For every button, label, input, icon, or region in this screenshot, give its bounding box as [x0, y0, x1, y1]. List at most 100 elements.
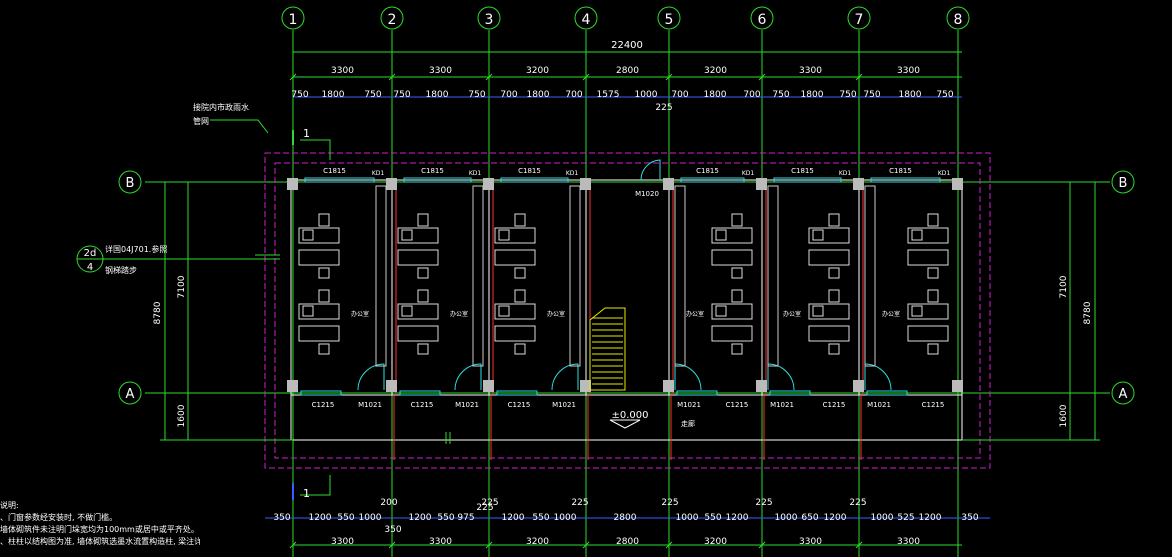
entry-door-swing — [640, 159, 661, 181]
door-label: M1021 — [358, 401, 382, 409]
axis-bubble-label: 3 — [485, 12, 494, 28]
column-top — [386, 178, 397, 190]
column-bottom — [853, 380, 864, 392]
bay-dim-top: 3300 — [331, 66, 354, 76]
column-bottom — [756, 380, 767, 392]
desk — [808, 227, 850, 244]
column-top — [663, 178, 674, 190]
chair — [417, 289, 429, 303]
monitor — [302, 229, 314, 241]
dim-tick — [582, 73, 590, 81]
desk — [494, 325, 536, 342]
bay-dim-top: 3200 — [526, 66, 549, 76]
bay-dim-bottom: 3300 — [429, 537, 452, 547]
axis-bubble-label: 7 — [855, 12, 864, 28]
monitor — [715, 305, 727, 317]
top-dimension-lines — [293, 51, 962, 98]
desk — [298, 227, 340, 244]
door-label: M1021 — [677, 401, 701, 409]
detail-reference-bottom: 4 — [87, 262, 93, 273]
detail-reference-top: 2d — [84, 248, 97, 259]
dim-tick — [758, 73, 766, 81]
callout-drainage: 接院内市政雨水 管网 — [193, 102, 269, 134]
dim-tick — [289, 541, 297, 549]
window-top-label: C1815 — [518, 167, 541, 175]
room-label: 办公室 — [686, 310, 704, 318]
desk — [907, 325, 949, 342]
left-depth-dims — [160, 182, 293, 441]
opening-dim-bottom: 550 — [532, 513, 549, 523]
axis-bubble-5 — [657, 6, 681, 30]
axis-bubble-b-right: B — [1111, 170, 1135, 194]
axis-bubble-a-right-label: A — [1119, 387, 1128, 402]
bay-dim-bottom: 3300 — [799, 537, 822, 547]
chair — [731, 289, 743, 303]
column-bottom — [580, 380, 591, 392]
window-bottom — [769, 390, 811, 396]
opening-dim-top: 750 — [468, 90, 485, 100]
opening-dim-bottom: 350 — [961, 513, 978, 523]
monitor — [911, 229, 923, 241]
bay-dim-top: 3300 — [897, 66, 920, 76]
window-bottom-label: C1215 — [312, 401, 335, 409]
opening-dim-top: 1575 — [597, 90, 620, 100]
room-label: 办公室 — [351, 310, 369, 318]
outer-dashed-outline — [264, 152, 991, 469]
entry-door-label: M1020 — [635, 190, 659, 198]
dim-225-top: 225 — [655, 103, 672, 113]
desk — [494, 303, 536, 320]
desk — [808, 249, 850, 266]
axis-bubble-1 — [281, 6, 305, 30]
door-swing — [864, 363, 892, 391]
extra-dim-bottom: 225 — [661, 498, 678, 508]
opening-dim-bottom: 1000 — [554, 513, 577, 523]
dim-tick — [758, 541, 766, 549]
note-line: 、柱柱以结构图为准, 墙体砌筑选墨水流置构造柱, 梁注详结施。 — [0, 537, 200, 546]
opening-dim-bottom: 1000 — [359, 513, 382, 523]
shelf — [674, 185, 686, 367]
section-mark-top: 1 — [292, 127, 331, 160]
dim-tick — [485, 541, 493, 549]
corridor-label: 走廊 — [681, 419, 695, 428]
chair — [927, 343, 939, 355]
opening-dim-bottom: 350 — [273, 513, 290, 523]
general-notes: 说明: 、门窗参数经安装时, 不做门槛。 墙体砌筑件未注明门垛宽均为100mm或… — [0, 500, 200, 548]
overall-width-dim: 22400 — [611, 40, 643, 51]
opening-dim-top: 1800 — [704, 90, 727, 100]
door-label: M1021 — [867, 401, 891, 409]
bottom-dimension-lines — [265, 517, 990, 546]
desk — [808, 303, 850, 320]
column-top — [853, 178, 864, 190]
section-mark-bottom: 1 — [292, 475, 331, 500]
axis-bubble-8 — [946, 6, 970, 30]
axis-bubble-7 — [847, 6, 871, 30]
room-label: 办公室 — [783, 310, 801, 318]
detail-reference: 2d 4 详国04J701.参照 钢梯踏步 — [76, 244, 280, 275]
shelf — [864, 185, 876, 367]
desk — [808, 325, 850, 342]
window-bottom-label: C1215 — [922, 401, 945, 409]
opening-dim-top: 700 — [743, 90, 760, 100]
monitor — [911, 305, 923, 317]
extra-dim-bottom: 200 — [380, 498, 397, 508]
callout-drainage-line1: 接院内市政雨水 — [193, 102, 249, 112]
desk — [907, 303, 949, 320]
monitor — [812, 229, 824, 241]
column-bottom — [287, 380, 298, 392]
elevation-triangle — [609, 419, 641, 429]
door-label: M1021 — [552, 401, 576, 409]
axis-bubble-label: 6 — [758, 12, 767, 28]
opening-dim-bottom: 1000 — [676, 513, 699, 523]
chair — [514, 343, 526, 355]
window-bottom — [866, 390, 908, 396]
column-top — [483, 178, 494, 190]
bay-dim-bottom: 3200 — [526, 537, 549, 547]
opening-dim-top: 750 — [772, 90, 789, 100]
dim-tick — [289, 73, 297, 81]
axis-bubble-b-right-label: B — [1119, 176, 1128, 191]
window-top — [304, 177, 375, 183]
opening-dim-bottom: 1200 — [409, 513, 432, 523]
desk — [494, 249, 536, 266]
